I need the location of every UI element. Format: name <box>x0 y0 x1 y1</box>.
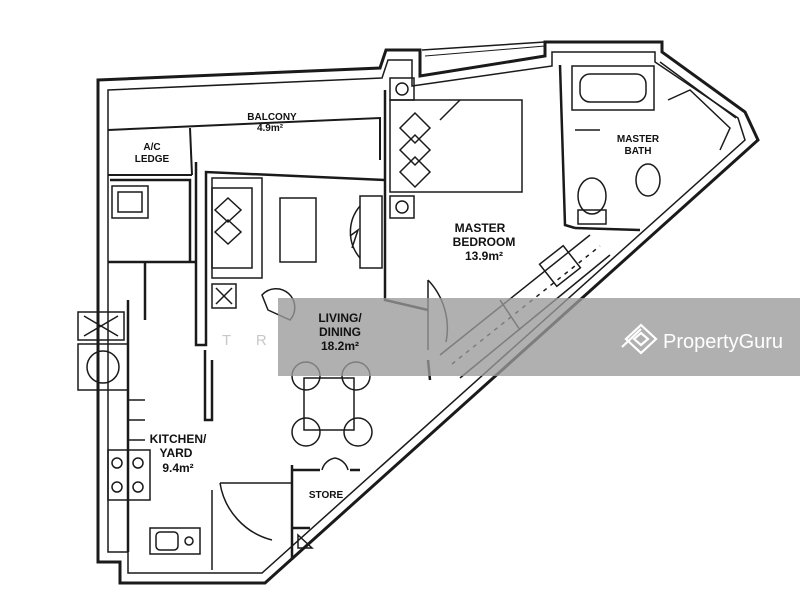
ac-ledge-label-1: A/C <box>143 142 160 153</box>
balcony-area-label: 4.9m² <box>257 123 284 134</box>
store-label: STORE <box>309 490 344 501</box>
room-labels: BALCONY 4.9m² A/C LEDGE MASTER BATH MAST… <box>135 112 660 501</box>
ghost-watermark-letters: T R <box>222 332 267 349</box>
living-dining-label-1: LIVING/ <box>318 311 362 325</box>
entrance-door <box>211 482 292 570</box>
outer-wall <box>96 40 760 585</box>
kitchen-yard-area: 9.4m² <box>162 461 193 475</box>
balcony-label: BALCONY <box>247 112 297 123</box>
living-furniture <box>211 177 317 321</box>
bath-fixtures <box>571 61 737 225</box>
balcony-area <box>107 41 546 176</box>
master-bedroom-area: 13.9m² <box>465 249 503 263</box>
tv-unit <box>349 195 383 269</box>
master-bedroom-label-1: MASTER <box>455 221 506 235</box>
kitchen-yard-label-2: YARD <box>160 446 193 460</box>
master-bed <box>389 77 523 219</box>
watermark-brand: PropertyGuru <box>663 331 783 353</box>
ac-ledge-label-2: LEDGE <box>135 154 170 165</box>
kitchen-fixtures <box>77 185 201 555</box>
master-bedroom-label-2: BEDROOM <box>453 235 516 249</box>
watermark-banner: PropertyGuru <box>278 298 800 376</box>
master-bath-label-2: BATH <box>624 146 651 157</box>
living-dining-label-2: DINING <box>319 325 361 339</box>
property-guru-logo-icon <box>621 323 658 355</box>
master-bath-label-1: MASTER <box>617 134 660 145</box>
store-door <box>297 457 349 549</box>
kitchen-yard-label-1: KITCHEN/ <box>150 432 207 446</box>
interior-walls <box>108 64 641 560</box>
living-dining-area: 18.2m² <box>321 339 359 353</box>
